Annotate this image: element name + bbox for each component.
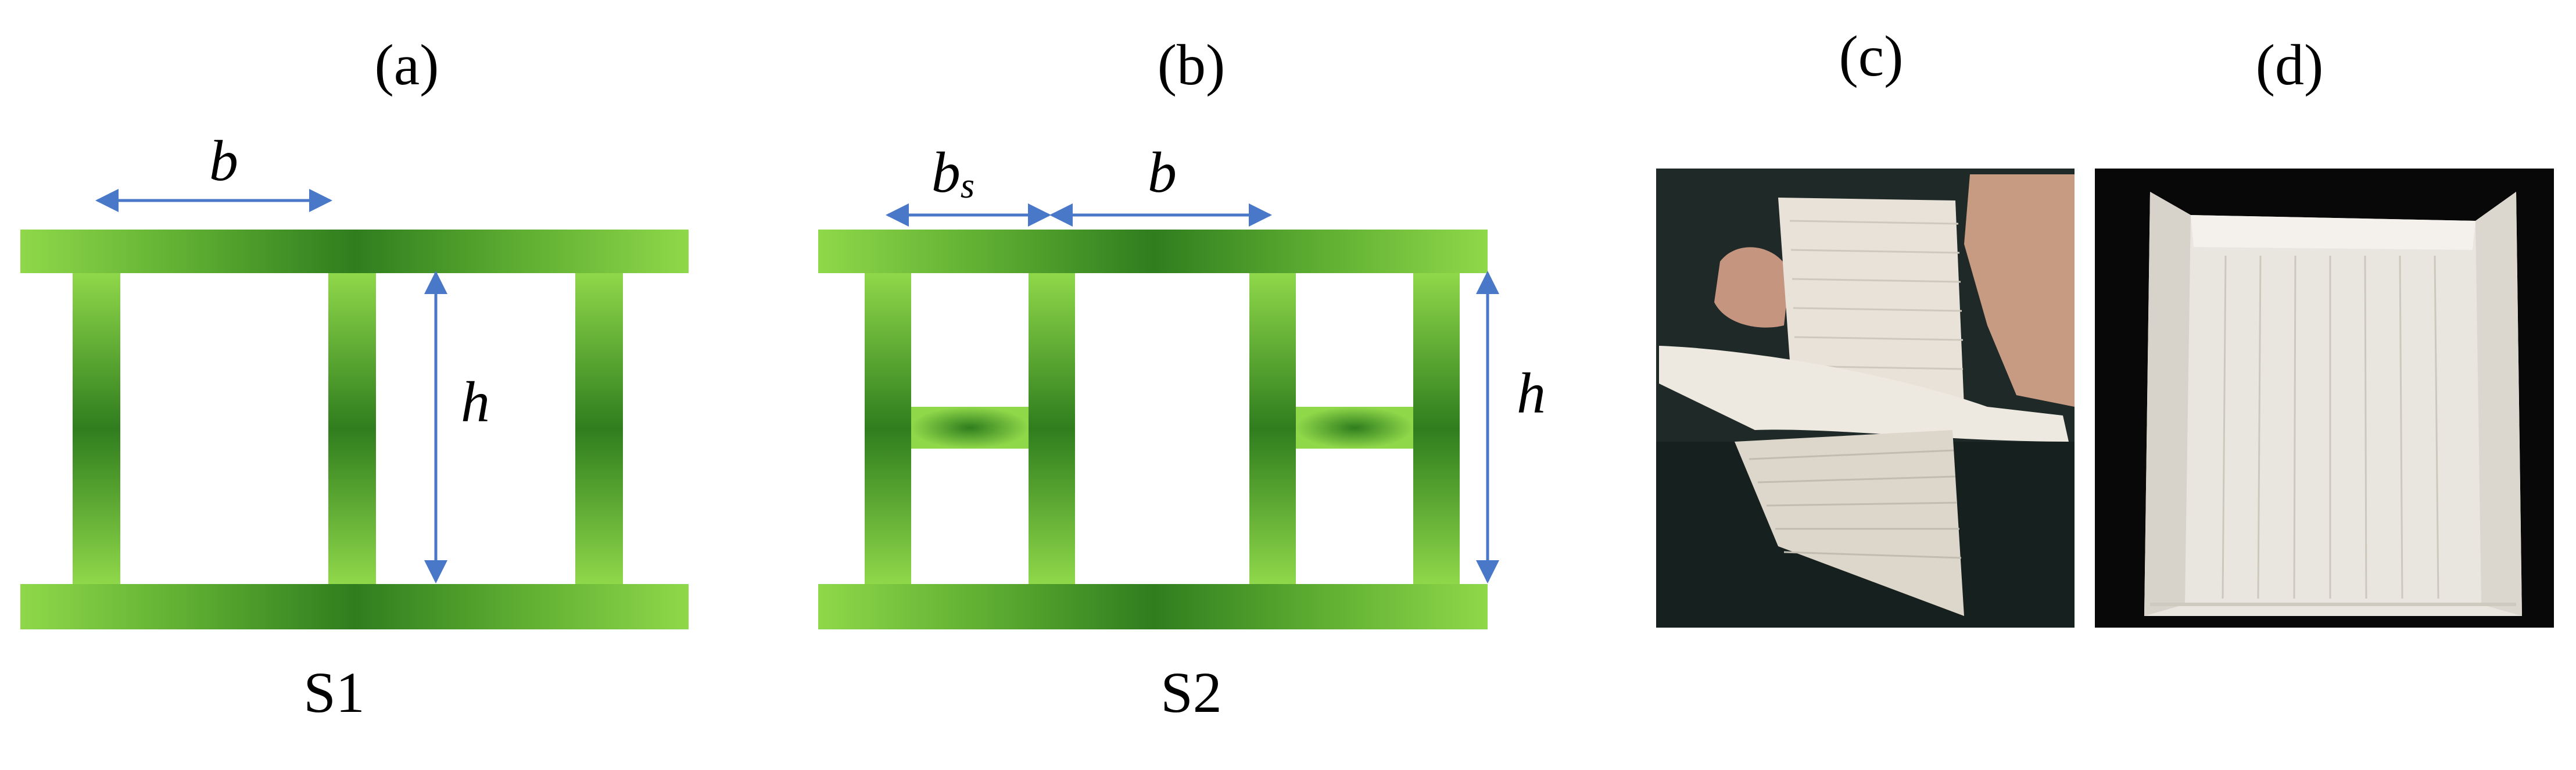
photo-d-right-wall bbox=[2475, 192, 2522, 616]
s2-stiffener-left bbox=[911, 407, 1029, 449]
diagram-s2: bs b h S2 bbox=[818, 140, 1546, 725]
s2-sub-width-label: bs bbox=[931, 140, 974, 206]
panel-label-b: (b) bbox=[1158, 33, 1226, 97]
panel-label-d: (d) bbox=[2256, 33, 2324, 97]
s2-web-3 bbox=[1249, 273, 1296, 584]
s2-web-4 bbox=[1413, 273, 1460, 584]
photo-d-top-rim bbox=[2191, 215, 2475, 250]
photo-c-hand bbox=[1964, 174, 2075, 407]
photo-d bbox=[2095, 169, 2554, 628]
diagram-s1: b h S1 bbox=[20, 128, 689, 725]
s2-top-flange bbox=[818, 230, 1488, 273]
s2-stiffener-right bbox=[1296, 407, 1413, 449]
photo-c-flap bbox=[1659, 346, 2069, 442]
panel-label-a: (a) bbox=[375, 33, 439, 97]
s1-name: S1 bbox=[303, 660, 365, 725]
photo-d-left-wall bbox=[2144, 192, 2191, 616]
s1-height-label: h bbox=[461, 370, 490, 434]
photo-c-fingers bbox=[1714, 247, 1790, 328]
photo-c-lower-sheet bbox=[1735, 430, 1964, 616]
photo-c-sheet-texture bbox=[1789, 220, 1964, 370]
s1-width-label: b bbox=[209, 128, 238, 193]
s1-top-flange bbox=[20, 230, 689, 273]
s2-web-2 bbox=[1029, 273, 1075, 584]
s2-height-label: h bbox=[1517, 361, 1546, 425]
photo-c bbox=[1656, 169, 2075, 628]
photo-d-box bbox=[2144, 192, 2522, 616]
s1-bottom-flange bbox=[20, 584, 689, 629]
s2-name: S2 bbox=[1160, 660, 1222, 725]
s1-web-right bbox=[575, 273, 623, 584]
s1-web-middle bbox=[328, 273, 376, 584]
panel-label-c: (c) bbox=[1839, 24, 1904, 88]
photo-d-floor-texture bbox=[2222, 255, 2439, 599]
s2-bottom-flange bbox=[818, 584, 1488, 629]
s2-sub-width-symbol: b bbox=[931, 140, 961, 205]
s2-sub-width-subscript: s bbox=[961, 166, 974, 206]
s2-web-1 bbox=[865, 273, 911, 584]
s2-width-label: b bbox=[1148, 140, 1177, 205]
s1-web-left bbox=[73, 273, 120, 584]
photo-c-lower-texture bbox=[1749, 449, 1962, 559]
